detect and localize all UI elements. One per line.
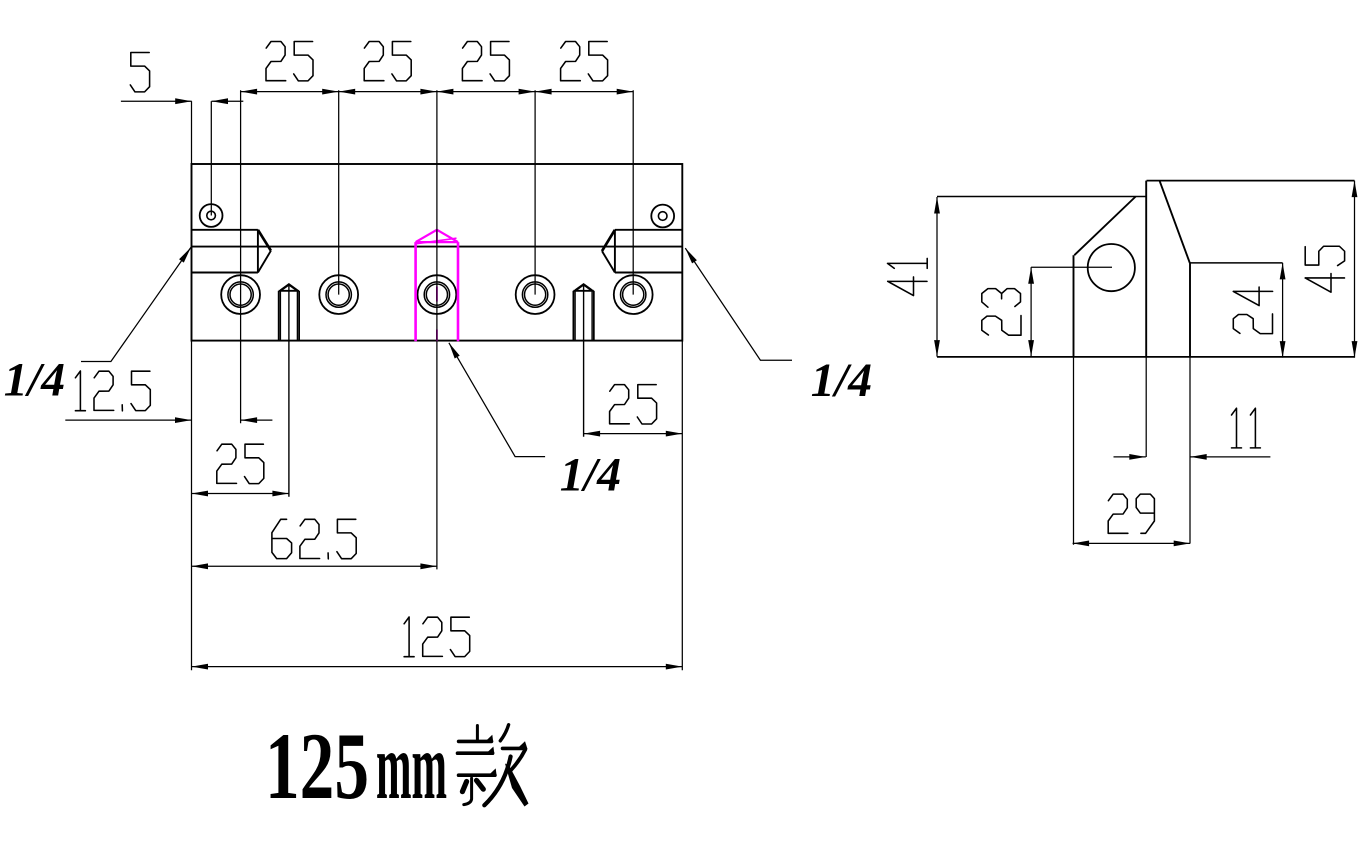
svg-text:1/4: 1/4 <box>811 354 872 407</box>
svg-text:125: 125 <box>265 713 369 819</box>
svg-text:1/4: 1/4 <box>4 353 65 406</box>
svg-text:1/4: 1/4 <box>560 449 621 502</box>
svg-text:mm: mm <box>376 713 447 819</box>
